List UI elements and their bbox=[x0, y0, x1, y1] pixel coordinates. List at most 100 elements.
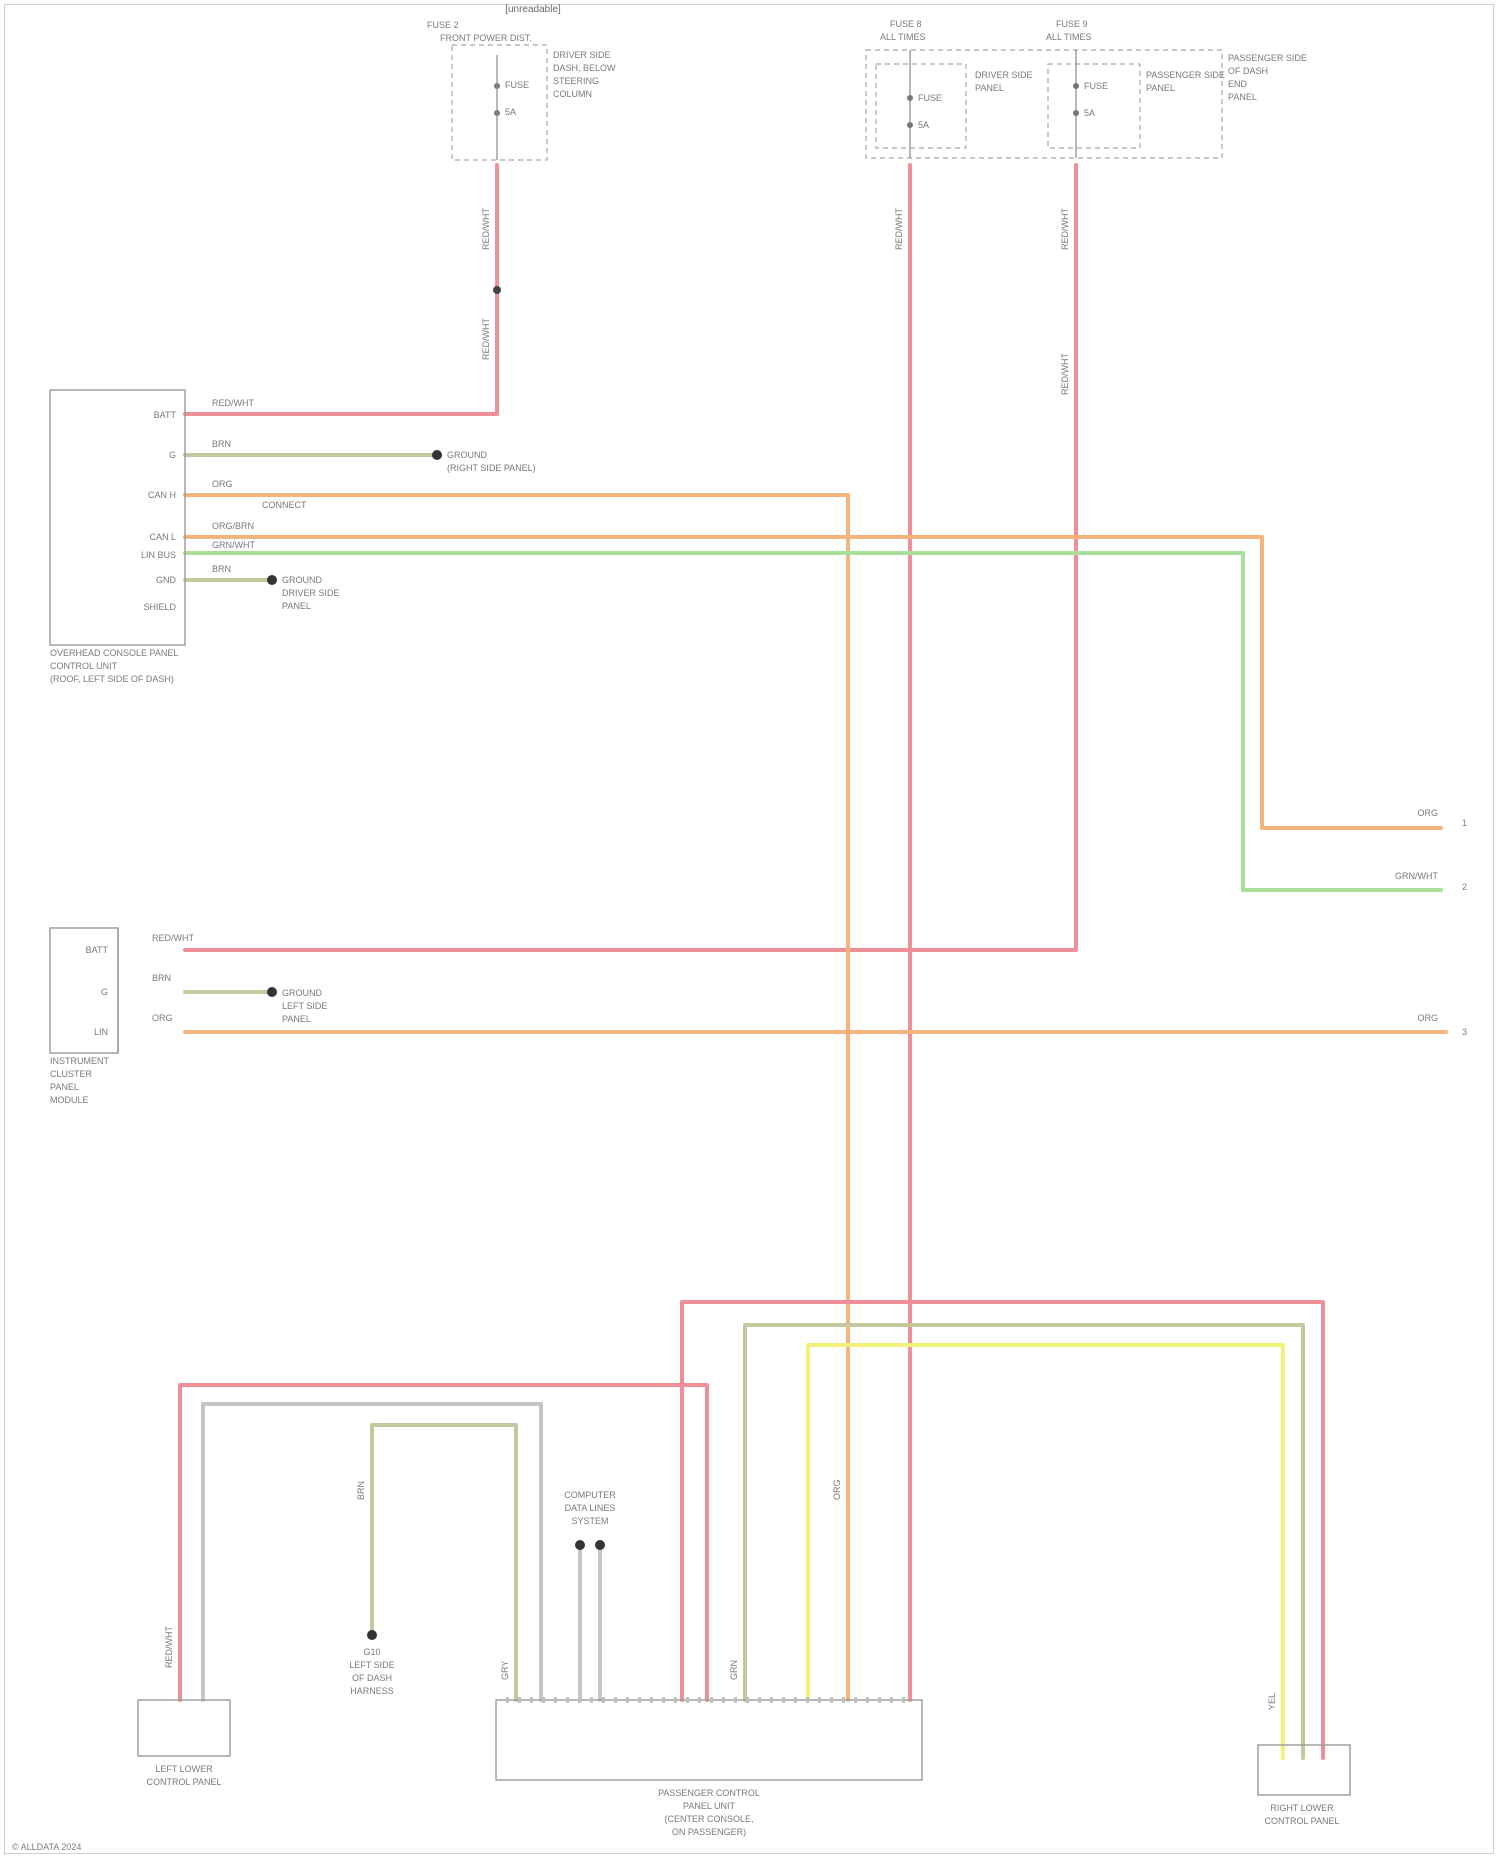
passenger-caption-1: PASSENGER CONTROL bbox=[658, 1788, 760, 1798]
wire-brn-right-lower bbox=[745, 1325, 1303, 1758]
fuse-far-desc-2: OF DASH bbox=[1228, 66, 1268, 76]
passenger-caption-3: (CENTER CONSOLE, bbox=[664, 1814, 753, 1824]
data-dot-1 bbox=[575, 1540, 585, 1550]
instrument-panel-module: BATT G LIN RED/WHT BRN ORG GROUND LEFT S… bbox=[50, 928, 327, 1105]
ground-left: G10 LEFT SIDE OF DASH HARNESS bbox=[349, 1647, 394, 1696]
overhead-pin-3: CAN H bbox=[148, 490, 176, 500]
fuse-left-desc-3: STEERING bbox=[553, 76, 599, 86]
ground-left-caption-2: LEFT SIDE bbox=[349, 1660, 394, 1670]
overhead-caption-3: (ROOF, LEFT SIDE OF DASH) bbox=[50, 674, 174, 684]
fuse-right-inner-1: FUSE bbox=[1084, 81, 1108, 91]
overhead-pin-4: CAN L bbox=[149, 532, 176, 542]
ground-center-caption-3: SYSTEM bbox=[571, 1516, 608, 1526]
wire-red-left-lower bbox=[180, 1385, 707, 1700]
fuse-mid-inner-1: FUSE bbox=[918, 93, 942, 103]
ip-color-1: RED/WHT bbox=[152, 933, 194, 943]
right-end-label-3: ORG bbox=[1417, 1013, 1438, 1023]
ip-note-1: GROUND bbox=[282, 988, 322, 998]
overhead-note-5: DRIVER SIDE bbox=[282, 588, 340, 598]
fuse-right-desc-2: PANEL bbox=[1146, 83, 1175, 93]
ground-center-caption-1: COMPUTER bbox=[564, 1490, 616, 1500]
right-end-num-1: 1 bbox=[1462, 818, 1467, 828]
fuse-right-header-2: ALL TIMES bbox=[1046, 32, 1092, 42]
ground-dot-overhead bbox=[432, 450, 442, 460]
ground-dot-ip bbox=[267, 987, 277, 997]
vlabel-3: RED/WHT bbox=[894, 208, 904, 250]
overhead-note-2: (RIGHT SIDE PANEL) bbox=[447, 463, 536, 473]
overhead-caption-2: CONTROL UNIT bbox=[50, 661, 118, 671]
right-lower-caption-2: CONTROL PANEL bbox=[1264, 1816, 1339, 1826]
splice-dot-1 bbox=[493, 286, 501, 294]
ip-pin-2: G bbox=[101, 987, 108, 997]
wire-red-right-lower bbox=[682, 1302, 1323, 1758]
ground-left-caption-1: G10 bbox=[363, 1647, 380, 1657]
fuse-mid-inner-2: 5A bbox=[918, 120, 929, 130]
fuse-mid-desc-1: DRIVER SIDE bbox=[975, 70, 1033, 80]
ip-pin-1: BATT bbox=[86, 945, 109, 955]
overhead-pin-5: LIN BUS bbox=[141, 550, 176, 560]
wire-brn-ground-left bbox=[372, 1425, 516, 1700]
fuse-far-desc-1: PASSENGER SIDE bbox=[1228, 53, 1307, 63]
ground-center: COMPUTER DATA LINES SYSTEM bbox=[564, 1490, 616, 1526]
right-end-num-2: 2 bbox=[1462, 882, 1467, 892]
overhead-color-5: GRN/WHT bbox=[212, 540, 255, 550]
fuse-right-inner-box bbox=[1048, 64, 1140, 148]
right-end-label-2: GRN/WHT bbox=[1395, 871, 1438, 881]
fuse-center: FUSE 8 ALL TIMES FUSE 9 ALL TIMES FUSE 5… bbox=[866, 19, 1307, 158]
wire-yel-right-lower bbox=[808, 1345, 1283, 1758]
overhead-color-2: BRN bbox=[212, 439, 231, 449]
vlabel-6: RED/WHT bbox=[164, 1626, 174, 1668]
right-continuations: ORG 1 GRN/WHT 2 ORG 3 bbox=[1395, 808, 1467, 1037]
footer-text: © ALLDATA 2024 bbox=[12, 1842, 81, 1852]
fuse-left: FUSE 2 FRONT POWER DIST. FUSE 5A DRIVER … bbox=[427, 20, 616, 160]
left-lower-caption-2: CONTROL PANEL bbox=[146, 1777, 221, 1787]
wires bbox=[180, 165, 1446, 1758]
overhead-note-6: PANEL bbox=[282, 601, 311, 611]
vlabel-5: RED/WHT bbox=[1060, 353, 1070, 395]
left-lower-caption-1: LEFT LOWER bbox=[155, 1764, 213, 1774]
right-end-num-3: 3 bbox=[1462, 1027, 1467, 1037]
overhead-color-1: RED/WHT bbox=[212, 398, 254, 408]
fuse-left-inner-1: FUSE bbox=[505, 80, 529, 90]
overhead-note-3: CONNECT bbox=[262, 500, 307, 510]
fuse-right-inner-2: 5A bbox=[1084, 108, 1095, 118]
ground-center-caption-2: DATA LINES bbox=[565, 1503, 616, 1513]
fuse-left-header-2: FRONT POWER DIST. bbox=[440, 33, 532, 43]
fuse-right-header-1: FUSE 9 bbox=[1056, 19, 1088, 29]
fuse-center-box bbox=[866, 50, 1222, 158]
ip-color-2: BRN bbox=[152, 973, 171, 983]
left-lower-panel-box bbox=[138, 1700, 230, 1756]
fuse-left-desc-2: DASH, BELOW bbox=[553, 63, 616, 73]
fuse-mid-desc-2: PANEL bbox=[975, 83, 1004, 93]
wire-grn-lin bbox=[185, 553, 1441, 890]
vertical-labels: RED/WHT RED/WHT RED/WHT RED/WHT RED/WHT … bbox=[164, 208, 1277, 1710]
fuse-far-desc-4: PANEL bbox=[1228, 92, 1257, 102]
fuse-mid-header-1: FUSE 8 bbox=[890, 19, 922, 29]
ip-caption-3: PANEL bbox=[50, 1082, 79, 1092]
fuse-far-desc-3: END bbox=[1228, 79, 1248, 89]
ground-left-caption-3: OF DASH bbox=[352, 1673, 392, 1683]
ground-left-caption-4: HARNESS bbox=[350, 1686, 394, 1696]
overhead-pin-1: BATT bbox=[154, 410, 177, 420]
fuse-left-inner-2: 5A bbox=[505, 107, 516, 117]
ip-color-3: ORG bbox=[152, 1013, 173, 1023]
fuse-left-desc-4: COLUMN bbox=[553, 89, 592, 99]
diagram-title: [unreadable] bbox=[505, 4, 561, 15]
overhead-pin-2: G bbox=[169, 450, 176, 460]
passenger-panel: PASSENGER CONTROL PANEL UNIT (CENTER CON… bbox=[496, 1700, 922, 1837]
ground-dot-left bbox=[367, 1630, 377, 1640]
fuse-right-desc-1: PASSENGER SIDE bbox=[1146, 70, 1225, 80]
ip-caption-1: INSTRUMENT bbox=[50, 1056, 109, 1066]
vlabel-1: RED/WHT bbox=[481, 208, 491, 250]
wire-org-canl bbox=[185, 537, 1441, 828]
ground-dot-overhead-2 bbox=[267, 575, 277, 585]
fuse-left-desc-1: DRIVER SIDE bbox=[553, 50, 611, 60]
vlabel-8: ORG bbox=[832, 1479, 842, 1500]
wire-red-overhead-batt bbox=[185, 165, 497, 414]
ip-note-3: PANEL bbox=[282, 1014, 311, 1024]
splices bbox=[267, 286, 605, 1640]
data-dot-2 bbox=[595, 1540, 605, 1550]
fuse-mid-header-2: ALL TIMES bbox=[880, 32, 926, 42]
fuse-left-box bbox=[452, 45, 547, 160]
